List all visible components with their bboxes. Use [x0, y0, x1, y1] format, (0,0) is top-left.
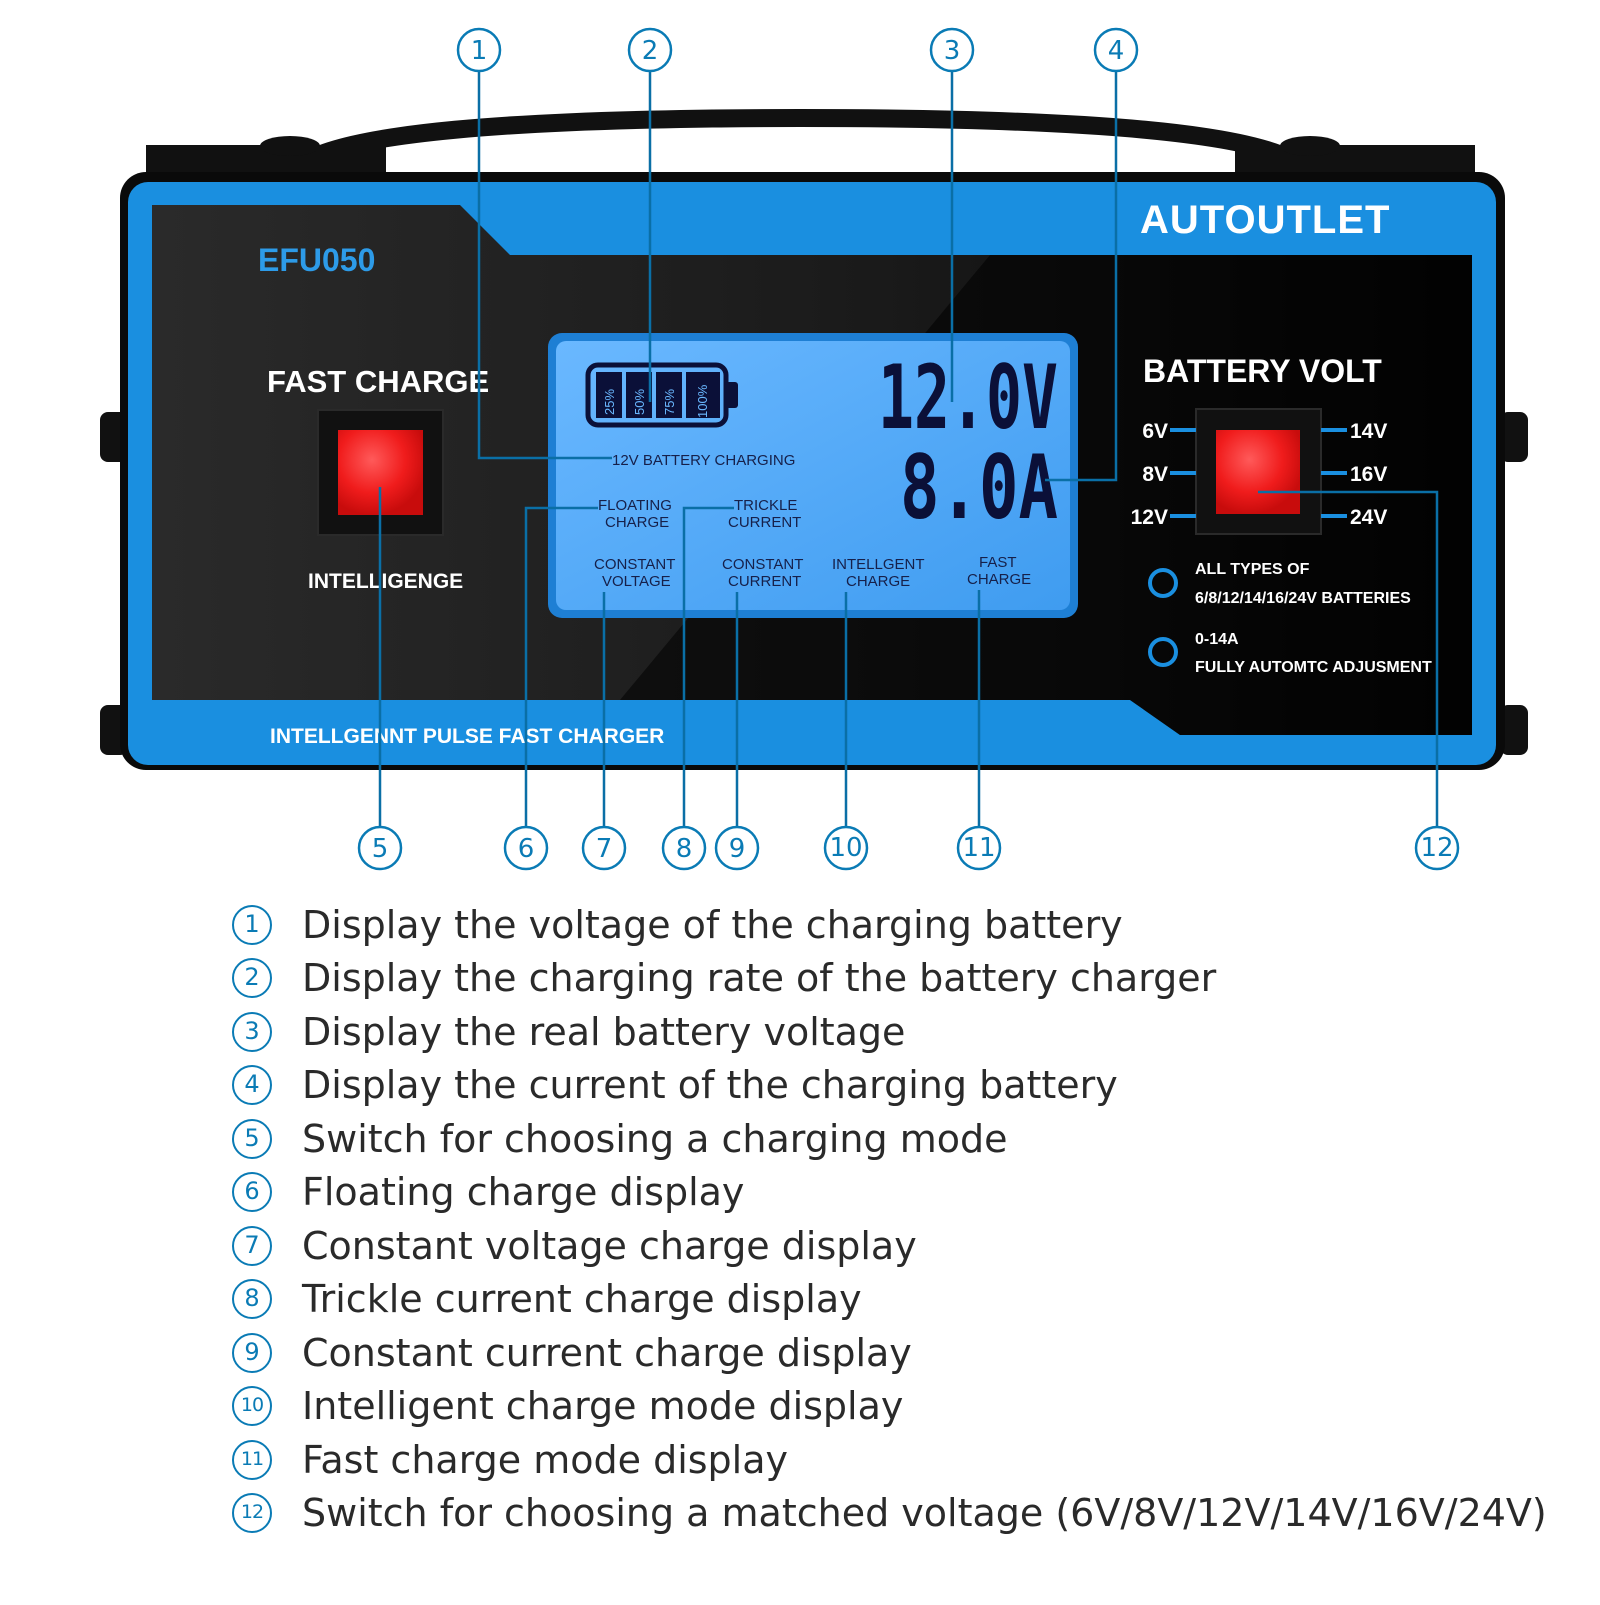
- legend-list: 1 Display the voltage of the charging ba…: [232, 898, 1582, 1540]
- lcd-cc-line1: CONSTANT: [722, 556, 803, 573]
- volt-option-8v: 8V: [1142, 463, 1168, 486]
- lcd-cc-line2: CURRENT: [728, 573, 801, 590]
- legend-number: 7: [232, 1225, 272, 1266]
- battery-volt-title: BATTERY VOLT: [1143, 353, 1382, 389]
- battery-level-50: 50%: [632, 389, 647, 415]
- callout-number: 10: [829, 833, 862, 863]
- intelligence-label: INTELLIGENGE: [308, 570, 463, 593]
- legend-text: Floating charge display: [302, 1170, 745, 1215]
- legend-number: 2: [232, 958, 272, 999]
- legend-item: 4 Display the current of the charging ba…: [232, 1059, 1582, 1113]
- legend-number: 4: [232, 1065, 272, 1106]
- legend-number: 5: [232, 1118, 272, 1159]
- callout-number: 5: [372, 834, 389, 864]
- legend-number: 1: [232, 904, 272, 945]
- legend-text: Intelligent charge mode display: [302, 1384, 904, 1429]
- legend-item: 12 Switch for choosing a matched voltage…: [232, 1487, 1582, 1541]
- lcd-charging-text: 12V BATTERY CHARGING: [612, 452, 795, 469]
- legend-number: 10: [232, 1386, 272, 1427]
- callout-number: 9: [729, 834, 746, 864]
- brand-logo: AUTOUTLET: [1140, 198, 1390, 242]
- lcd-fc-line2: CHARGE: [967, 571, 1031, 588]
- battery-level-25: 25%: [602, 389, 617, 415]
- lcd-ic-line2: CHARGE: [846, 573, 910, 590]
- bottom-strip-label: INTELLGENNT PULSE FAST CHARGER: [270, 725, 664, 748]
- volt-option-14v: 14V: [1350, 420, 1387, 443]
- legend-item: 8 Trickle current charge display: [232, 1273, 1582, 1327]
- lcd-cv-line1: CONSTANT: [594, 556, 675, 573]
- legend-item: 1 Display the voltage of the charging ba…: [232, 898, 1582, 952]
- callout-number: 8: [676, 834, 693, 864]
- legend-item: 5 Switch for choosing a charging mode: [232, 1112, 1582, 1166]
- callout-number: 11: [962, 833, 995, 863]
- handle-mount-right: [1235, 145, 1475, 175]
- legend-text: Trickle current charge display: [302, 1277, 862, 1322]
- legend-item: 9 Constant current charge display: [232, 1326, 1582, 1380]
- lcd-voltage-readout: 12.0V: [878, 346, 1058, 449]
- lcd-cv-line2: VOLTAGE: [602, 573, 671, 590]
- lcd-floating-line2: CHARGE: [605, 514, 669, 531]
- legend-item: 6 Floating charge display: [232, 1166, 1582, 1220]
- info1-line1: ALL TYPES OF: [1195, 561, 1310, 578]
- callout-markers: [357, 27, 1460, 871]
- legend-text: Fast charge mode display: [302, 1437, 789, 1482]
- legend-text: Switch for choosing a charging mode: [302, 1116, 1008, 1161]
- lcd-floating-line1: FLOATING: [598, 497, 672, 514]
- callout-number: 1: [471, 36, 488, 66]
- lcd-trickle-line1: TRICKLE: [734, 497, 797, 514]
- legend-number: 3: [232, 1011, 272, 1052]
- info1-line2: 6/8/12/14/16/24V BATTERIES: [1195, 590, 1411, 607]
- callout-number: 2: [642, 36, 659, 66]
- battery-level-icon: [585, 362, 738, 428]
- volt-option-12v: 12V: [1131, 506, 1168, 529]
- volt-ticks: [1170, 428, 1347, 518]
- legend-item: 10 Intelligent charge mode display: [232, 1380, 1582, 1434]
- callout-number: 6: [518, 834, 535, 864]
- legend-text: Display the real battery voltage: [302, 1009, 906, 1054]
- volt-option-16v: 16V: [1350, 463, 1387, 486]
- callout-number: 3: [944, 36, 961, 66]
- callout-number: 7: [596, 834, 613, 864]
- fast-charge-title: FAST CHARGE: [267, 364, 489, 399]
- lcd-fc-line1: FAST: [979, 554, 1017, 571]
- legend-item: 11 Fast charge mode display: [232, 1433, 1582, 1487]
- legend-number: 6: [232, 1172, 272, 1213]
- legend-item: 3 Display the real battery voltage: [232, 1005, 1582, 1059]
- legend-text: Display the voltage of the charging batt…: [302, 902, 1123, 947]
- legend-text: Switch for choosing a matched voltage (6…: [302, 1491, 1547, 1536]
- legend-text: Display the charging rate of the battery…: [302, 956, 1217, 1001]
- volt-option-24v: 24V: [1350, 506, 1387, 529]
- legend-text: Constant current charge display: [302, 1330, 912, 1375]
- info-bullet-icon: [1148, 637, 1178, 667]
- legend-number: 11: [232, 1439, 272, 1480]
- volt-option-6v: 6V: [1142, 420, 1168, 443]
- callout-number: 12: [1420, 833, 1453, 863]
- lcd-current-readout: 8.0A: [900, 436, 1058, 539]
- handle: [294, 108, 1306, 173]
- info-bullet-icon: [1148, 568, 1178, 598]
- legend-text: Display the current of the charging batt…: [302, 1063, 1118, 1108]
- legend-number: 12: [232, 1493, 272, 1534]
- info2-line2: FULLY AUTOMTC ADJUSMENT: [1195, 659, 1432, 676]
- legend-item: 7 Constant voltage charge display: [232, 1219, 1582, 1273]
- legend-number: 8: [232, 1279, 272, 1320]
- volt-switch-button[interactable]: [1216, 430, 1300, 514]
- battery-level-75: 75%: [662, 389, 677, 415]
- legend-number: 9: [232, 1332, 272, 1373]
- info2-line1: 0-14A: [1195, 631, 1239, 648]
- legend-text: Constant voltage charge display: [302, 1223, 917, 1268]
- callout-number: 4: [1108, 36, 1125, 66]
- battery-level-100: 100%: [695, 384, 710, 418]
- callout-leaders: [378, 72, 1439, 830]
- model-label: EFU050: [258, 242, 375, 278]
- lcd-ic-line1: INTELLGENT: [832, 556, 925, 573]
- lcd-trickle-line2: CURRENT: [728, 514, 801, 531]
- legend-item: 2 Display the charging rate of the batte…: [232, 952, 1582, 1006]
